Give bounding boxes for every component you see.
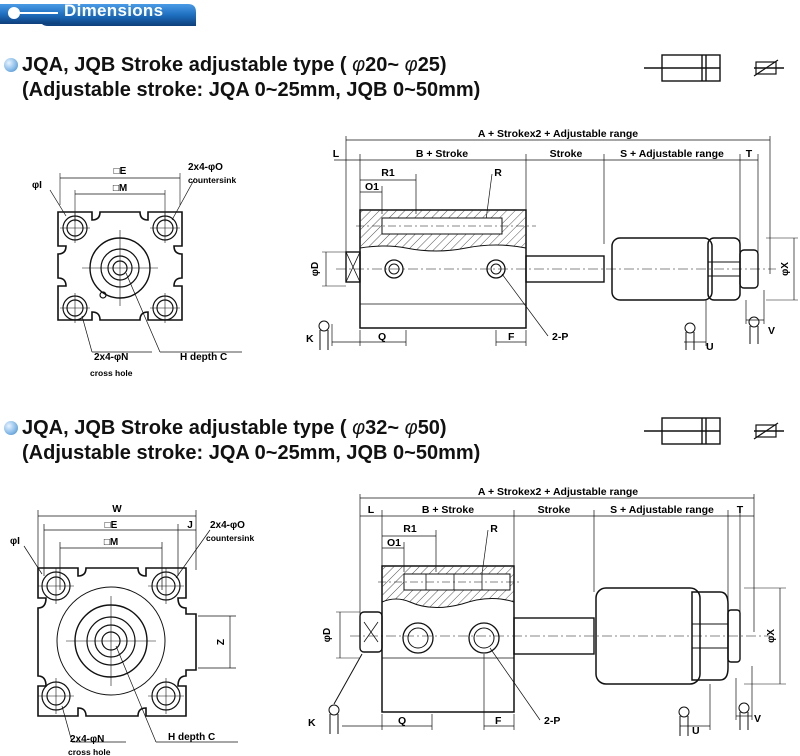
dim-overall: A + Strokex2 + Adjustable range [478,486,638,498]
dim-v: V [768,325,775,337]
section-1-title-line1: JQA, JQB Stroke adjustable type ( φ20~ φ… [22,54,447,76]
section-1-title-line2: (Adjustable stroke: JQA 0~25mm, JQB 0~50… [22,79,481,101]
dim-b-stroke: B + Stroke [422,504,474,516]
dim-cross-hole-label: cross hole [90,368,133,378]
dim-v: V [754,713,761,725]
screwdriver-v-icon [748,316,760,344]
dim-r1: R1 [381,167,395,179]
dim-l: L [333,148,340,160]
screwdriver-k-icon [328,653,363,734]
dim-phi-d: φD [322,628,333,642]
dim-w: W [112,504,122,515]
dim-square-e: □E [105,520,118,531]
dim-r: R [494,167,502,179]
dim-2-p: 2-P [544,715,560,727]
front-view-large: W □E J □M φI 2x4-φO countersink Z 2x4-φN… [10,504,254,756]
dim-cross-hole-qty: 2x4-φN [70,734,104,745]
side-view-large: A + Strokex2 + Adjustable range L B + St… [308,486,786,737]
dim-cross-hole-label: cross hole [68,747,111,756]
cylinder-symbol-icon [644,54,784,82]
dim-s-adj: S + Adjustable range [620,148,724,160]
front-view-small: □E □M φI 2x4-φO countersink 2x4-φN cross… [32,162,242,378]
dim-r: R [490,523,498,535]
dim-phi-x: φX [766,629,777,643]
screwdriver-v-icon [738,702,750,730]
dim-h-depth: H depth C [168,732,215,743]
dim-o1: O1 [365,181,379,193]
dim-o1: O1 [387,537,401,549]
dim-overall: A + Strokex2 + Adjustable range [478,128,638,140]
dim-t: T [746,148,753,160]
dim-l: L [368,504,375,516]
screwdriver-k-icon [318,320,330,350]
section-2-title-line1: JQA, JQB Stroke adjustable type ( φ32~ φ… [22,417,447,439]
dim-f: F [495,715,502,727]
dim-u: U [706,341,714,353]
dim-u: U [692,725,700,737]
dim-q: Q [378,331,386,343]
dim-phi-i: φI [32,180,42,191]
dim-countersink-qty: 2x4-φO [210,520,245,531]
dim-z: Z [216,639,227,645]
section-2-heading: JQA, JQB Stroke adjustable type ( φ32~ φ… [0,417,640,467]
dim-phi-i: φI [10,536,20,547]
dim-k: K [308,717,316,729]
section-banner: Dimensions [0,0,198,26]
dim-square-m: □M [113,183,127,194]
dim-q: Q [398,715,406,727]
dim-phi-d: φD [310,262,321,276]
dim-f: F [508,331,515,343]
dim-phi-x: φX [780,262,791,276]
cylinder-symbol-icon [644,417,784,445]
dim-h-depth: H depth C [180,352,227,363]
dim-s-adj: S + Adjustable range [610,504,714,516]
screwdriver-u-icon [684,322,696,350]
dim-2-p: 2-P [552,331,568,343]
side-view-small: A + Strokex2 + Adjustable range L B + St… [306,128,798,353]
dim-stroke: Stroke [538,504,571,516]
section-1-heading: JQA, JQB Stroke adjustable type ( φ20~ φ… [0,54,640,104]
dim-stroke: Stroke [550,148,583,160]
dim-cross-hole-qty: 2x4-φN [94,352,128,363]
dim-k: K [306,333,314,345]
heading-bullet-icon [4,58,18,72]
dim-b-stroke: B + Stroke [416,148,468,160]
dim-r1: R1 [403,523,417,535]
dim-countersink-qty: 2x4-φO [188,162,223,173]
dim-square-e: □E [114,166,127,177]
dim-t: T [737,504,744,516]
heading-bullet-icon [4,421,18,435]
banner-bullet-icon [8,7,20,19]
section-2-title-line2: (Adjustable stroke: JQA 0~25mm, JQB 0~50… [22,442,481,464]
dim-square-m: □M [104,537,118,548]
dim-countersink-label: countersink [188,175,236,185]
screwdriver-u-icon [678,706,690,736]
dim-countersink-label: countersink [206,533,254,543]
dim-j: J [187,520,193,531]
banner-shape [0,4,196,26]
banner-title: Dimensions [64,1,164,20]
